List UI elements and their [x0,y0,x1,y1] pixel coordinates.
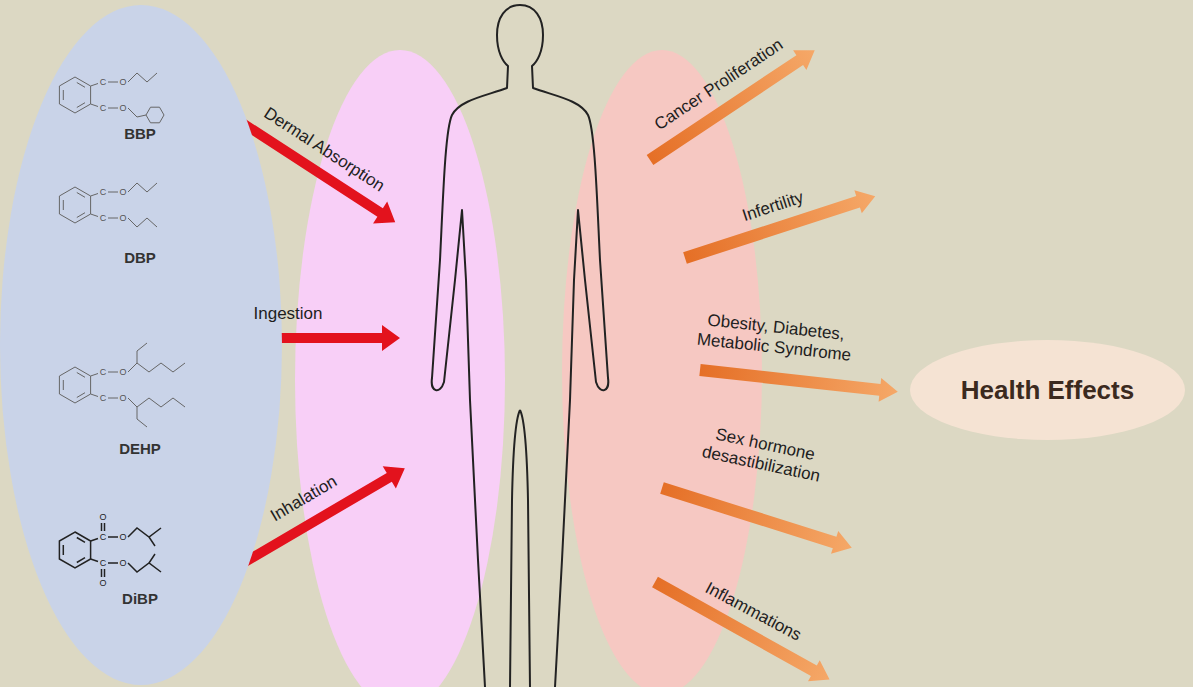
atom-symbol: O [99,578,106,589]
atom-symbol: C [100,187,107,198]
dibp-structure [59,523,161,577]
figure-left-half [432,5,520,687]
inflammation-arrow [649,572,835,687]
atom-symbol: O [119,187,126,198]
exposure-route: Inhalation [267,472,341,527]
dbp-structure [59,183,157,227]
atom-symbol: C [100,213,107,224]
atom-symbol: O [119,558,126,569]
health-effect: Inflammations [701,578,804,646]
exposure-route: Dermal Absorption [260,103,388,196]
effect-arrows [643,40,899,687]
health-effects-ellipse: Health Effects [910,340,1185,440]
hormone-arrow [658,477,855,560]
chemical-structures [0,5,282,685]
health-effect: Cancer Proliferation [651,35,787,135]
atom-symbol: O [119,213,126,224]
metabolic-arrow [699,358,899,404]
compound-name: BBP [124,125,156,142]
atom-symbol: C [100,77,107,88]
dehp-structure [59,343,185,427]
atom-symbol: C [100,393,107,404]
human-figure [432,5,609,687]
atom-symbol: C [100,558,107,569]
atom-symbol: C [100,367,107,378]
figure-right-half [520,5,608,687]
node-outline [0,5,282,685]
atom-symbol: C [100,532,107,543]
atom-symbol: O [119,532,126,543]
atom-symbol: O [119,393,126,404]
compound-ellipse: BBP DBP DEHP DiBP [0,5,282,685]
ellipse-shape [0,5,282,685]
infertility-arrow [681,185,879,270]
compound-name: DiBP [122,590,158,607]
exposure-route: Ingestion [254,304,323,324]
compound-name: DEHP [119,440,161,457]
health-effect: Infertility [740,188,807,227]
atom-symbol: O [99,512,106,523]
health-effect: Obesity, Diabetes, Metabolic Syndrome [688,309,861,367]
atom-symbol: C [100,103,107,114]
bbp-structure [59,73,164,123]
compound-name: DBP [124,249,156,266]
atom-symbol: O [119,367,126,378]
atom-symbol: O [119,77,126,88]
atom-symbol: O [119,103,126,114]
health-effect: Sex hormone desastibilization [685,419,840,490]
effects-heading: Health Effects [961,375,1134,406]
ellipse-shape [910,340,1185,440]
